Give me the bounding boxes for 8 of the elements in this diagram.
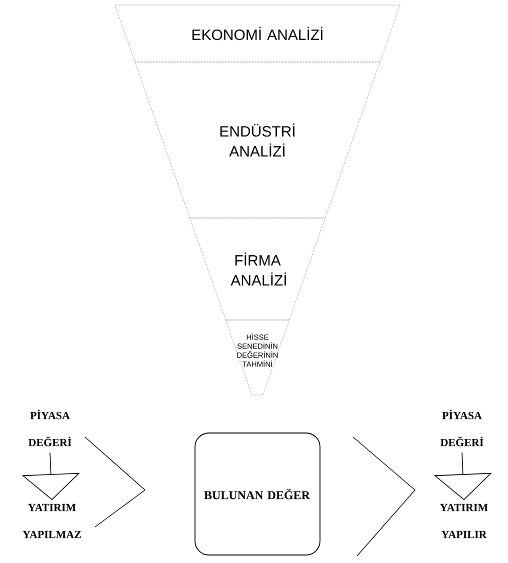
funnel-band: FİRMA ANALİZİ — [190, 218, 326, 320]
side-text: YATIRIM YAPILIR — [440, 504, 488, 538]
value-box: BULUNAN DEĞER — [194, 432, 320, 556]
side-text: PİYASA DEĞERİ — [440, 410, 484, 446]
side-text: YATIRIM YAPILMAZ — [22, 504, 81, 538]
side-text: PİYASA DEĞERİ — [28, 410, 72, 446]
funnel-band: ENDÜSTRİ ANALİZİ — [134, 62, 380, 218]
funnel-band: EKONOMİ ANALİZİ — [114, 4, 400, 62]
